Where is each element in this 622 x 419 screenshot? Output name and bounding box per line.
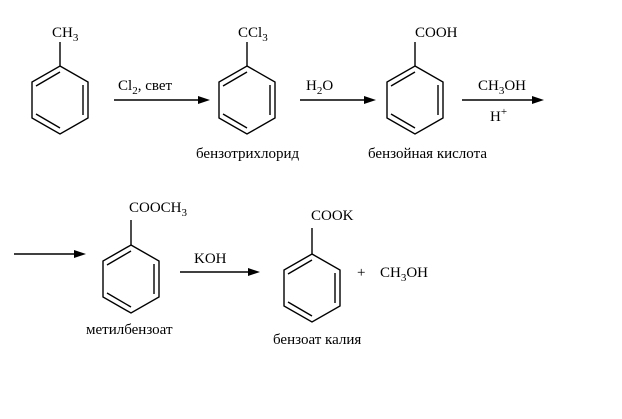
hydrolysis-conditions: H2O bbox=[306, 78, 333, 97]
potassium-benzoate: COOK бензоат калия bbox=[273, 208, 361, 348]
methyl-benzoate-cooch3-label: COOCH3 bbox=[129, 200, 188, 219]
toluene-benzene-ring bbox=[31, 65, 89, 135]
methyl-benzoate: COOCH3 метилбензоат bbox=[86, 200, 188, 338]
arrow-continuation bbox=[14, 250, 86, 258]
benzotrichloride-inner-bonds bbox=[222, 71, 271, 129]
esterification-catalyst: H+ bbox=[490, 106, 507, 125]
toluene-inner-bonds bbox=[35, 71, 84, 129]
arrow-chlorination: Cl2, свет bbox=[114, 78, 210, 104]
methanol-product-label: CH3OH bbox=[380, 265, 428, 284]
plus-sign: + bbox=[357, 265, 365, 281]
benzotrichloride-ccl3-label: CCl3 bbox=[238, 25, 268, 44]
benzoic-acid-name: бензойная кислота bbox=[368, 146, 487, 162]
benzoic-acid: COOH бензойная кислота bbox=[368, 25, 487, 162]
benzotrichloride-benzene-ring bbox=[218, 65, 276, 135]
toluene: CH3 bbox=[31, 25, 89, 135]
benzoic-acid-cooh-label: COOH bbox=[415, 25, 458, 41]
arrow-esterification: CH3OH H+ bbox=[462, 78, 544, 125]
potassium-benzoate-inner-bonds bbox=[287, 259, 336, 317]
benzotrichloride-name: бензотрихлорид bbox=[196, 146, 300, 162]
saponification-conditions: KOH bbox=[194, 251, 227, 267]
chlorination-conditions: Cl2, свет bbox=[118, 78, 172, 97]
benzoic-acid-inner-bonds bbox=[390, 71, 439, 129]
arrow-hydrolysis: H2O bbox=[300, 78, 376, 104]
arrow-saponification: KOH bbox=[180, 251, 260, 276]
toluene-methyl-label: CH3 bbox=[52, 25, 79, 44]
potassium-benzoate-cook-label: COOK bbox=[311, 208, 354, 224]
esterification-reagent: CH3OH bbox=[478, 78, 526, 97]
potassium-benzoate-benzene-ring bbox=[283, 253, 341, 323]
methyl-benzoate-name: метилбензоат bbox=[86, 322, 173, 338]
methyl-benzoate-benzene-ring bbox=[102, 244, 160, 314]
potassium-benzoate-name: бензоат калия bbox=[273, 332, 361, 348]
benzotrichloride: CCl3 бензотрихлорид bbox=[196, 25, 300, 162]
benzoic-acid-benzene-ring bbox=[386, 65, 444, 135]
methyl-benzoate-inner-bonds bbox=[106, 250, 155, 308]
